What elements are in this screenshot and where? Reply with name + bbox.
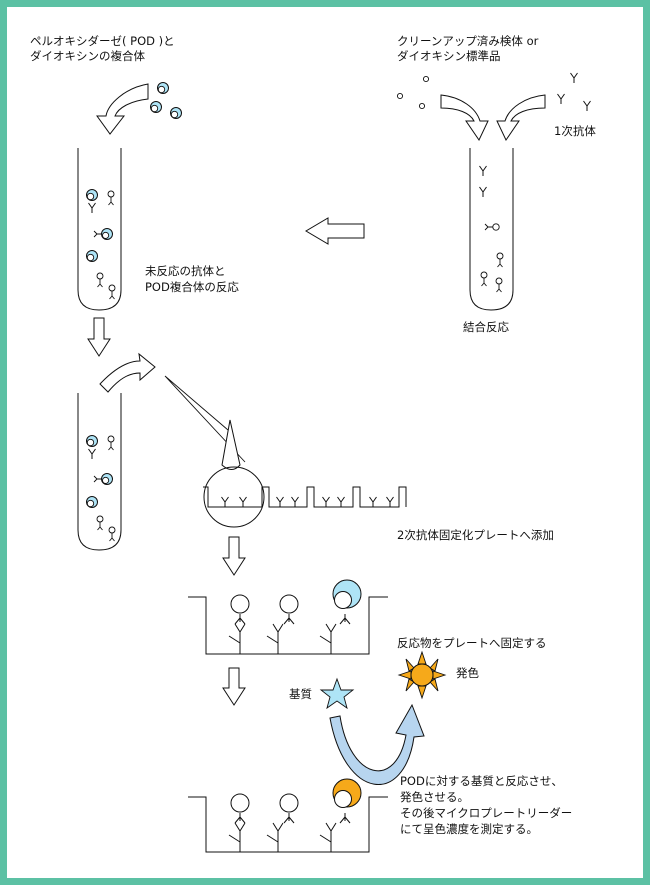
arrow-into-tube-sample (440, 94, 489, 142)
primary-antibodies (557, 72, 591, 112)
label-pod-complex-line1: ペルオキシダーゼ( POD )と (30, 34, 175, 48)
label-final-line3: その後マイクロプレートリーダー (400, 806, 573, 820)
label-binding-reaction: 結合反応 (463, 320, 509, 334)
label-sample-line1: クリーンアップ済み検体 or (397, 34, 539, 48)
arrow-into-tube-antibody (496, 94, 546, 142)
label-color-development: 発色 (456, 666, 479, 680)
label-unreacted-line2: POD複合体の反応 (145, 280, 239, 294)
label-pod-complex-line2: ダイオキシンの複合体 (30, 49, 145, 63)
well-final (188, 796, 388, 853)
arrow-down-1 (87, 317, 111, 357)
well-fixed (188, 596, 388, 655)
label-final-line1: PODに対する基質と反応させ、 (400, 774, 563, 788)
label-substrate: 基質 (289, 687, 312, 701)
arrow-into-tube-left (96, 83, 149, 135)
well-fixed-complexes (230, 579, 362, 614)
plate-zoom-circle (203, 466, 265, 528)
well-final-antibodies (228, 813, 351, 852)
tube-right (469, 148, 514, 311)
microplate-wells (203, 486, 407, 508)
arrow-to-pipette (99, 352, 156, 393)
label-unreacted-line1: 未反応の抗体と (145, 264, 226, 278)
tube-left-1 (77, 148, 122, 311)
pipette-tip (221, 419, 241, 470)
label-final-line4: にて呈色濃度を測定する。 (400, 822, 538, 836)
curved-reaction-arrow (329, 703, 425, 785)
label-final-line2: 発色させる。 (400, 790, 469, 804)
label-fix-to-plate: 反応物をプレートへ固定する (397, 636, 547, 650)
arrow-transfer-left (305, 217, 365, 245)
label-primary-antibody: 1次抗体 (554, 124, 596, 138)
arrow-down-2 (222, 536, 246, 576)
tube-left-2 (77, 393, 122, 551)
sun-icon (397, 650, 447, 700)
star-icon (319, 677, 355, 710)
well-fixed-antibodies (228, 614, 351, 654)
label-add-to-plate: 2次抗体固定化プレートへ添加 (397, 528, 554, 542)
sample-molecules (396, 75, 430, 110)
free-pod-complexes (150, 82, 182, 119)
arrow-down-3 (222, 667, 246, 706)
label-sample-line2: ダイオキシン標準品 (397, 49, 501, 63)
well-final-complexes (230, 778, 362, 813)
